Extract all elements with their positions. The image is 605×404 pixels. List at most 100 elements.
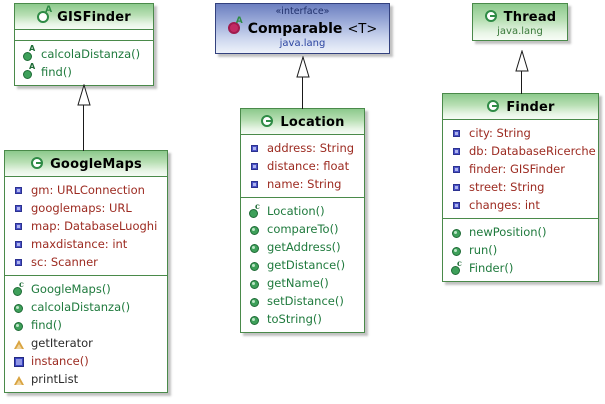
public-method-icon [249, 277, 262, 290]
private-attribute-icon [451, 199, 464, 212]
class-box-thread[interactable]: Thread java.lang [472, 3, 568, 41]
method-row[interactable]: getIterator [13, 334, 165, 352]
method-label: getIterator [31, 336, 93, 350]
method-row[interactable]: newPosition() [451, 223, 596, 241]
method-row[interactable]: calcolaDistanza() [23, 45, 151, 63]
method-label: instance() [31, 354, 89, 368]
method-row[interactable]: GoogleMaps() [13, 280, 165, 298]
methods-compartment-gisfinder: calcolaDistanza() find() [15, 41, 153, 85]
method-label: newPosition() [469, 225, 547, 239]
method-row[interactable]: getAddress() [249, 238, 362, 256]
constructor-icon [451, 259, 464, 275]
attribute-row[interactable]: name: String [249, 175, 362, 193]
method-row[interactable]: Finder() [451, 259, 596, 277]
methods-compartment-finder: newPosition() run() Finder() [443, 219, 598, 281]
attribute-row[interactable]: changes: int [451, 196, 596, 214]
generalization-line-googlemaps-gisfinder [83, 103, 84, 151]
method-row[interactable]: Location() [249, 202, 362, 220]
class-box-gisfinder[interactable]: GISFinder calcolaDistanza() find() [14, 3, 154, 86]
attribute-row[interactable]: address: String [249, 139, 362, 157]
class-header-thread: Thread java.lang [473, 4, 567, 40]
constructor-icon [249, 202, 262, 218]
private-attribute-icon [249, 160, 262, 173]
method-row[interactable]: getDistance() [249, 256, 362, 274]
method-label: getDistance() [267, 258, 346, 272]
package-label: java.lang [279, 38, 326, 49]
method-label: Finder() [469, 261, 514, 275]
class-icon [484, 9, 500, 24]
class-name: Location [280, 115, 345, 130]
package-method-icon [13, 337, 26, 350]
constructor-icon [13, 280, 26, 296]
public-method-icon [249, 241, 262, 254]
interface-name: Comparable [247, 21, 343, 37]
class-box-location[interactable]: Location address: String distance: float… [240, 108, 365, 333]
method-row[interactable]: getName() [249, 274, 362, 292]
interface-icon [227, 17, 244, 35]
private-attribute-icon [249, 178, 262, 191]
method-label: calcolaDistanza() [31, 300, 131, 314]
method-row[interactable]: calcolaDistanza() [13, 298, 165, 316]
class-name: Thread [503, 10, 557, 25]
abstract-method-icon [23, 63, 36, 79]
method-label: Location() [267, 204, 325, 218]
abstract-method-icon [23, 45, 36, 61]
method-row[interactable]: compareTo() [249, 220, 362, 238]
attribute-row[interactable]: sc: Scanner [13, 253, 165, 271]
method-label: getAddress() [267, 240, 341, 254]
method-label: compareTo() [267, 222, 339, 236]
attribute-label: sc: Scanner [31, 255, 98, 269]
attribute-row[interactable]: street: String [451, 178, 596, 196]
class-header-gisfinder: GISFinder [15, 4, 153, 30]
attribute-row[interactable]: city: String [451, 124, 596, 142]
private-attribute-icon [451, 145, 464, 158]
class-box-googlemaps[interactable]: GoogleMaps gm: URLConnection googlemaps:… [4, 150, 168, 393]
stereotype-label: «interface» [275, 6, 330, 17]
class-header-location: Location [241, 109, 364, 135]
interface-box-comparable[interactable]: «interface» Comparable <T> java.lang [215, 3, 390, 54]
method-row[interactable]: toString() [249, 310, 362, 328]
private-attribute-icon [451, 181, 464, 194]
private-attribute-icon [13, 238, 26, 251]
public-method-icon [451, 226, 464, 239]
attribute-row[interactable]: distance: float [249, 157, 362, 175]
method-label: GoogleMaps() [31, 282, 111, 296]
attribute-label: db: DatabaseRicerche [469, 144, 596, 158]
private-attribute-icon [13, 220, 26, 233]
method-row[interactable]: setDistance() [249, 292, 362, 310]
private-attribute-icon [13, 256, 26, 269]
attributes-compartment-gisfinder [15, 30, 153, 41]
attribute-label: changes: int [469, 198, 540, 212]
type-parameter-label: <T> [347, 22, 378, 37]
attribute-label: gm: URLConnection [31, 183, 145, 197]
method-label: setDistance() [267, 294, 344, 308]
class-name: Finder [506, 100, 555, 115]
attribute-row[interactable]: finder: GISFinder [451, 160, 596, 178]
attribute-row[interactable]: gm: URLConnection [13, 181, 165, 199]
public-method-icon [249, 259, 262, 272]
attribute-row[interactable]: db: DatabaseRicerche [451, 142, 596, 160]
method-row[interactable]: instance() [13, 352, 165, 370]
method-row[interactable]: find() [23, 63, 151, 81]
class-box-finder[interactable]: Finder city: String db: DatabaseRicerche… [442, 93, 599, 282]
realization-line-location-comparable [302, 76, 303, 109]
attribute-row[interactable]: map: DatabaseLuoghi [13, 217, 165, 235]
public-method-icon [13, 319, 26, 332]
method-label: getName() [267, 276, 329, 290]
method-row[interactable]: run() [451, 241, 596, 259]
private-attribute-icon [451, 163, 464, 176]
method-row[interactable]: find() [13, 316, 165, 334]
public-method-icon [249, 295, 262, 308]
method-label: run() [469, 243, 498, 257]
public-method-icon [451, 244, 464, 257]
method-label: calcolaDistanza() [41, 47, 141, 61]
attribute-label: googlemaps: URL [31, 201, 132, 215]
attribute-label: map: DatabaseLuoghi [31, 219, 158, 233]
private-attribute-icon [451, 127, 464, 140]
attribute-row[interactable]: maxdistance: int [13, 235, 165, 253]
private-attribute-icon [249, 142, 262, 155]
abstract-class-icon [37, 6, 53, 24]
attribute-row[interactable]: googlemaps: URL [13, 199, 165, 217]
method-row[interactable]: printList [13, 370, 165, 388]
